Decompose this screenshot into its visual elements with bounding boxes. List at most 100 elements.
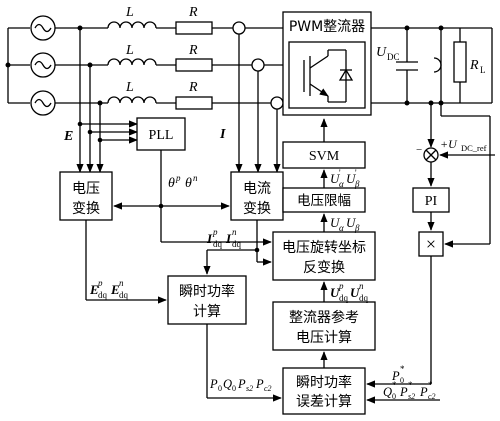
rl-label: R xyxy=(469,58,479,73)
inductor-label-a: L xyxy=(125,5,134,20)
resistor-label-c: R xyxy=(188,80,198,95)
svg-text:L: L xyxy=(480,65,486,75)
svg-text:电压: 电压 xyxy=(72,181,100,197)
dc-capacitor xyxy=(396,28,418,103)
current-sensor-c xyxy=(270,96,284,110)
svg-text:瞬时功率: 瞬时功率 xyxy=(179,283,235,300)
svg-text:n: n xyxy=(119,278,124,288)
svg-text:θ: θ xyxy=(185,176,192,191)
pwm-label: PWM整流器 xyxy=(289,19,365,35)
resistor-b xyxy=(175,58,213,72)
udc-label: U xyxy=(376,45,387,60)
svg-text:dq: dq xyxy=(98,290,108,300)
svg-text:n: n xyxy=(359,281,364,291)
voltage-limit-block: 电压限幅 xyxy=(282,187,366,213)
svg-text:β: β xyxy=(354,223,360,233)
svg-text:p: p xyxy=(338,281,344,291)
svg-text:电压计算: 电压计算 xyxy=(296,330,352,346)
measurement-taps: E I xyxy=(63,25,281,173)
svg-text:U: U xyxy=(330,171,341,186)
p0-star-label: P * 0 xyxy=(391,364,405,385)
svg-text:PLL: PLL xyxy=(149,128,174,143)
svg-text:Q: Q xyxy=(383,385,392,399)
svg-text:*: * xyxy=(408,380,413,390)
svg-text:*: * xyxy=(400,364,405,374)
svg-text:P: P xyxy=(391,369,400,383)
inductor-label-c: L xyxy=(125,80,134,95)
svg-text:θ: θ xyxy=(168,176,175,191)
ac-source-c xyxy=(8,90,56,116)
svg-text:α: α xyxy=(339,179,344,189)
theta-label: θ p θ n xyxy=(168,173,198,191)
inductor-c xyxy=(107,96,157,104)
inductor-b xyxy=(107,58,157,66)
ac-source-b xyxy=(8,52,56,78)
svg-text:反变换: 反变换 xyxy=(303,259,345,276)
svg-text:α: α xyxy=(339,223,344,233)
svg-text:P: P xyxy=(255,377,264,391)
q0-star-label: Q * 0 P * s2 P * c2 xyxy=(383,380,436,401)
svg-text:dq: dq xyxy=(232,239,242,249)
resistor-label-a: R xyxy=(188,5,198,20)
svg-text:n: n xyxy=(232,227,237,237)
svg-text:': ' xyxy=(355,168,357,178)
svg-text:PI: PI xyxy=(425,194,438,209)
svg-text:0: 0 xyxy=(400,376,404,385)
svg-text:DC_ref: DC_ref xyxy=(461,143,487,153)
svg-text:c2: c2 xyxy=(264,384,272,393)
svg-text:0: 0 xyxy=(392,392,396,401)
svg-text:*: * xyxy=(428,380,433,390)
svg-text:P: P xyxy=(209,377,218,391)
svg-text:*: * xyxy=(392,380,397,390)
svg-text:变换: 变换 xyxy=(72,200,100,217)
svg-text:U: U xyxy=(346,171,357,186)
idq-label: I p dq I n dq xyxy=(206,227,242,249)
svg-text:瞬时功率: 瞬时功率 xyxy=(296,374,352,391)
resistor-label-b: R xyxy=(188,43,198,58)
edq-label: E p dq E n dq xyxy=(89,278,129,300)
svg-text:c2: c2 xyxy=(428,392,436,401)
ac-source-a xyxy=(8,15,56,41)
inductor-a xyxy=(107,21,157,29)
power-circuit: PWM整流器 U DC R L L L L R R R xyxy=(5,5,493,116)
svg-text:U: U xyxy=(350,285,360,300)
pll-block: PLL xyxy=(136,117,186,151)
instant-power-block: 瞬时功率 计算 xyxy=(167,275,247,325)
svg-text:U: U xyxy=(346,215,357,230)
svg-text:I: I xyxy=(225,231,232,246)
voltage-sensor xyxy=(433,57,442,73)
inductor-label-b: L xyxy=(125,43,134,58)
svg-text:dq: dq xyxy=(359,293,369,303)
svg-text:s2: s2 xyxy=(246,384,253,393)
svg-text:dq: dq xyxy=(339,293,349,303)
svg-text:DC: DC xyxy=(387,52,400,62)
svg-text:0: 0 xyxy=(218,384,222,393)
svg-text:n: n xyxy=(193,173,198,183)
svg-text:': ' xyxy=(339,168,341,178)
p0q0-label: P 0 Q 0 P s2 P c2 xyxy=(209,377,272,393)
svg-text:0: 0 xyxy=(232,384,236,393)
svg-text:dq: dq xyxy=(213,239,223,249)
svg-text:p: p xyxy=(212,227,218,237)
svg-text:变换: 变换 xyxy=(243,200,271,217)
resistor-a xyxy=(175,21,213,35)
current-transform-block: 电流 变换 xyxy=(230,171,284,221)
inverse-rotation-block: 电压旋转坐标 反变换 xyxy=(272,231,376,281)
svg-text:dq: dq xyxy=(119,290,129,300)
ualpha-label: U α U β xyxy=(330,215,360,233)
svg-text:U: U xyxy=(330,285,340,300)
svg-text:电压旋转坐标: 电压旋转坐标 xyxy=(282,240,366,256)
svg-text:p: p xyxy=(175,173,181,183)
svg-text:P: P xyxy=(419,385,428,399)
svg-text:P: P xyxy=(237,377,246,391)
udq-label: U p dq U n dq xyxy=(330,281,369,303)
resistor-c xyxy=(175,96,213,110)
svg-text:SVM: SVM xyxy=(309,149,340,164)
i-vector-label: I xyxy=(219,127,226,142)
svg-text:整流器参考: 整流器参考 xyxy=(289,309,359,326)
svg-text:I: I xyxy=(206,231,213,246)
svg-text:U: U xyxy=(330,215,341,230)
svg-text:p: p xyxy=(97,278,103,288)
